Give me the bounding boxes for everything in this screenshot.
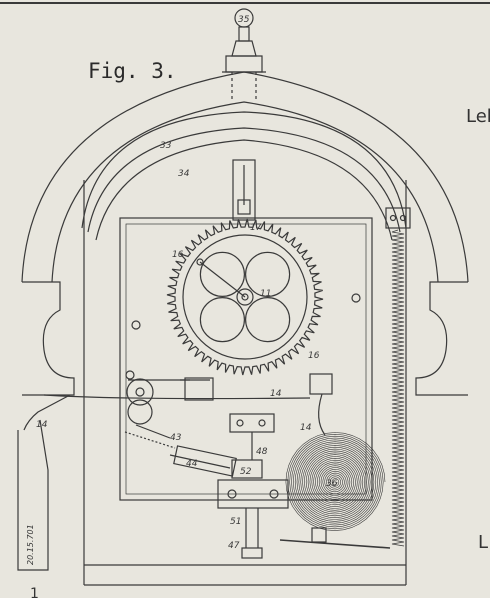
label-44: 44 bbox=[186, 459, 198, 469]
label-51: 51 bbox=[230, 517, 241, 527]
gear-window bbox=[245, 297, 291, 343]
margin-text-left: 1 bbox=[30, 586, 39, 598]
label-47: 47 bbox=[228, 541, 240, 551]
label-36: 36 bbox=[326, 479, 338, 489]
gear-pin bbox=[196, 258, 204, 266]
label-48: 48 bbox=[256, 447, 268, 457]
base-rod bbox=[279, 539, 391, 549]
spiral-coils bbox=[285, 432, 386, 531]
gear-window bbox=[199, 297, 245, 343]
back-plate bbox=[119, 217, 373, 501]
spiral-spring bbox=[285, 432, 386, 531]
gear-teeth bbox=[166, 218, 324, 376]
label-43: 43 bbox=[170, 433, 182, 443]
gear-hub bbox=[236, 288, 254, 306]
label-35: 35 bbox=[238, 15, 250, 25]
margin-text-top: Leb bbox=[466, 106, 490, 127]
label-33: 33 bbox=[160, 141, 172, 151]
label-16-top: 16 bbox=[172, 250, 184, 260]
label-14-center: 14 bbox=[270, 389, 282, 399]
screw bbox=[131, 320, 141, 330]
left-mechanism bbox=[124, 370, 237, 477]
gear-axle bbox=[241, 293, 249, 301]
label-14-right: 14 bbox=[300, 423, 312, 433]
top-bracket bbox=[232, 159, 256, 221]
label-11: 11 bbox=[260, 289, 271, 299]
margin-text-bottom: L bbox=[478, 532, 488, 553]
paper-strip bbox=[17, 394, 71, 571]
gear-wheel bbox=[166, 218, 324, 376]
screw-assembly bbox=[217, 413, 289, 559]
finial bbox=[222, 8, 266, 73]
clock-case bbox=[21, 71, 469, 586]
figure-title: Fig. 3. bbox=[88, 59, 177, 83]
band-14 bbox=[43, 373, 333, 436]
label-14-left: 14 bbox=[36, 420, 48, 430]
label-34: 34 bbox=[178, 169, 190, 179]
screw bbox=[351, 293, 361, 303]
gear-rim bbox=[182, 234, 308, 360]
gear-window bbox=[245, 251, 291, 297]
vertical-spring bbox=[385, 207, 411, 547]
spring-coils bbox=[391, 229, 405, 547]
gear-window bbox=[199, 251, 245, 297]
label-52: 52 bbox=[240, 467, 252, 477]
label-17: 17 bbox=[250, 223, 262, 233]
spring-anchor bbox=[311, 527, 327, 543]
label-16-bottom: 16 bbox=[308, 351, 320, 361]
stamp-text: 20.15.701 bbox=[26, 524, 35, 565]
gear-pointer bbox=[199, 261, 246, 298]
